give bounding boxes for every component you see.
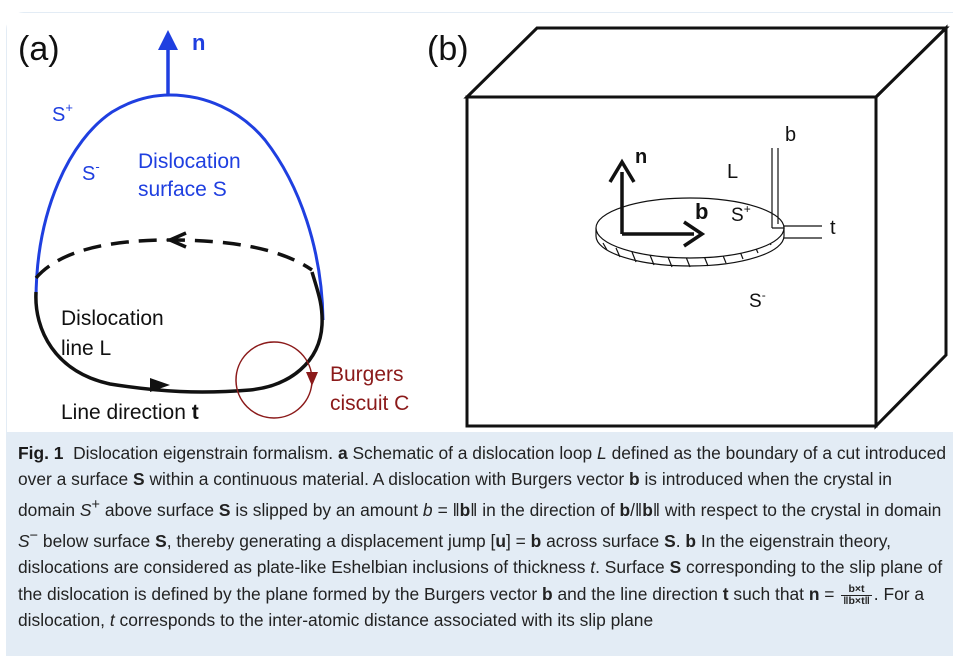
- caption-equation: b = ‖: [422, 500, 460, 521]
- caption-equation: ‖: [652, 500, 660, 521]
- caption-var-b: b: [628, 469, 640, 490]
- dim-t-label: t: [830, 217, 836, 239]
- normal-arrowhead-b: [608, 158, 636, 183]
- burgers-vector-arrowhead: [683, 220, 706, 248]
- caption-text: such that: [733, 583, 804, 604]
- caption-text: , thereby generating a displacement jump…: [166, 531, 496, 552]
- caption-text: defined as the boundary of a cut introdu…: [18, 443, 947, 490]
- caption-text: is slipped by an amount: [235, 500, 419, 521]
- surface-label-line1: Dislocation: [138, 150, 241, 173]
- caption-var-S-minus: S: [18, 531, 30, 552]
- caption-text: above surface: [104, 500, 215, 521]
- caption-var-t: t: [722, 583, 729, 604]
- burgers-label-b: b: [695, 199, 708, 224]
- panel-a-label: (a): [18, 30, 60, 68]
- caption-text: ] =: [506, 531, 526, 552]
- figure-illustration: (a) n S+ S- Dislocation surface S Disloc…: [7, 13, 953, 432]
- surface-label-line2: surface S: [138, 178, 227, 201]
- box-front: [465, 95, 878, 428]
- burgers-label-line2: ciscuit C: [330, 392, 409, 415]
- dislocation-line-back-arrow: [165, 231, 187, 249]
- caption-text: Schematic of a dislocation loop: [352, 443, 593, 463]
- caption-text: across surface: [546, 531, 660, 552]
- caption-part-b: b: [685, 531, 696, 552]
- caption-var-t: t: [590, 557, 596, 578]
- caption-var-b: b: [642, 500, 653, 521]
- normal-label-a: n: [192, 30, 205, 55]
- caption-var-L: L: [597, 443, 607, 463]
- caption-sup-plus: +: [91, 497, 100, 514]
- dislocation-surface: [34, 93, 325, 321]
- caption-var-b: b: [541, 583, 553, 604]
- caption-text: with respect to the crystal in domain: [664, 500, 942, 521]
- s-minus-a: S-: [82, 159, 100, 185]
- caption-var-S-plus: S: [79, 500, 92, 521]
- figure-number: Fig. 1: [18, 443, 64, 463]
- dimension-lines: [771, 148, 822, 239]
- caption-var-n: n: [808, 583, 820, 604]
- line-label-line1: Dislocation: [61, 307, 164, 330]
- line-direction-label: Line direction t: [61, 401, 199, 424]
- caption-text: is introduced when the crystal in domain: [18, 469, 892, 521]
- caption-text: corresponds to the inter-atomic distance…: [119, 609, 654, 630]
- caption-title: Dislocation eigenstrain formalism.: [73, 443, 334, 463]
- caption-var-b: b: [619, 500, 631, 521]
- caption-var-b: b: [459, 500, 471, 521]
- caption-text: below surface: [42, 531, 151, 552]
- caption-var-S: S: [669, 557, 682, 578]
- panel-b-label: (b): [427, 30, 469, 68]
- caption-var-S: S: [218, 500, 231, 521]
- caption-fraction: b×t‖b×t‖: [841, 583, 872, 607]
- caption-var-u: u: [495, 531, 506, 552]
- caption-text: corresponding to the slip plane of the d…: [18, 557, 943, 604]
- figure-caption: Fig. 1 Dislocation eigenstrain formalism…: [18, 443, 947, 630]
- loop-label-b: L: [727, 161, 738, 183]
- normal-label-b: n: [635, 146, 647, 168]
- caption-var-S: S: [664, 531, 676, 552]
- caption-text: In the eigenstrain theory, dislocations …: [18, 531, 891, 578]
- s-plus-a: S+: [52, 100, 73, 126]
- burgers-label-line1: Burgers: [330, 363, 404, 386]
- caption-text: . For a dislocation,: [18, 583, 925, 630]
- figure-panel: [7, 13, 953, 432]
- caption-text: and the line direction: [557, 583, 718, 604]
- dislocation-line-front: [34, 271, 324, 394]
- burgers-circuit-arrowhead: [306, 372, 318, 386]
- line-label-line2: line L: [61, 337, 111, 360]
- dim-b-label: b: [785, 124, 796, 146]
- line-direction-arrowhead: [150, 378, 170, 392]
- caption-var-S: S: [133, 469, 145, 490]
- caption-text: ‖ in the direction of: [470, 500, 615, 521]
- caption-var-b: b: [530, 531, 542, 552]
- caption-var-t: t: [109, 609, 115, 630]
- fraction-denominator: ‖b×t‖: [843, 594, 870, 607]
- caption-part-a: a: [337, 443, 348, 463]
- caption-equation: /‖: [630, 500, 643, 521]
- caption-text: .: [675, 531, 681, 552]
- caption-var-S: S: [155, 531, 167, 552]
- s-minus-b: S-: [749, 288, 766, 312]
- caption-text: within a continuous material. A dislocat…: [149, 469, 625, 490]
- caption-sup-minus: −: [29, 528, 39, 545]
- caption-text: . Surface: [595, 557, 665, 578]
- s-plus-b: S+: [731, 202, 751, 226]
- fraction-numerator: b×t: [841, 583, 872, 596]
- normal-arrowhead-a: [158, 30, 178, 50]
